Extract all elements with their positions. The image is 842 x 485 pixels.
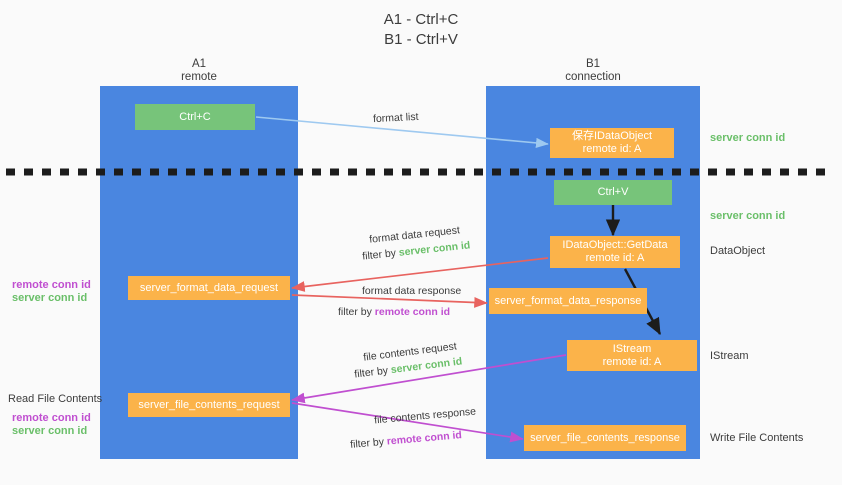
filter-prefix-4: filter by [349, 435, 388, 451]
box-server-format-data-request[interactable]: server_format_data_request [128, 276, 290, 300]
right-label-dataobject: DataObject [710, 245, 766, 257]
right-label-istream: IStream [710, 350, 749, 362]
right-label-server-conn-id-second: server conn id [710, 210, 786, 222]
box-server-file-contents-response[interactable]: server_file_contents_response [524, 425, 686, 451]
page-title: A1 - Ctrl+C B1 - Ctrl+V [383, 11, 459, 48]
left-label-remote-conn-id-top: remote conn id [12, 279, 91, 291]
left-label-read-file-contents: Read File Contents [8, 393, 103, 405]
left-label-server-conn-id-bottom: server conn id [12, 425, 88, 437]
arrow-label-file-contents-response: file contents response [373, 405, 477, 427]
arrow-label-format-data-response-filter: filter by remote conn id [338, 305, 450, 319]
arrow-label-file-contents-response-filter: filter by remote conn id [350, 428, 463, 452]
box-istream[interactable]: IStream remote id: A [567, 340, 697, 371]
left-label-remote-conn-id-bottom: remote conn id [12, 412, 91, 424]
box-server-file-contents-request[interactable]: server_file_contents_request [128, 393, 290, 417]
arrow-label-format-list: format list [372, 110, 419, 126]
left-label-server-conn-id-top: server conn id [12, 292, 88, 304]
filter-value-remote-conn-id-2: remote conn id [386, 429, 463, 448]
box-ctrl-v[interactable]: Ctrl+V [554, 180, 672, 205]
lane-header-b1: B1 connection [565, 58, 621, 83]
right-label-write-file-contents: Write File Contents [710, 432, 804, 444]
right-label-server-conn-id-top: server conn id [710, 132, 786, 144]
box-ctrl-c[interactable]: Ctrl+C [135, 104, 255, 130]
box-idataobject-getdata[interactable]: IDataObject::GetData remote id: A [550, 236, 680, 268]
box-save-idataobject[interactable]: 保存IDataObject remote id: A [550, 128, 674, 158]
box-server-format-data-response[interactable]: server_format_data_response [489, 288, 647, 314]
filter-value-remote-conn-id-1: remote conn id [374, 306, 451, 318]
filter-prefix-2: filter by [338, 306, 375, 318]
filter-prefix-3: filter by [353, 364, 392, 381]
lane-header-a1: A1 remote [181, 58, 217, 83]
arrow-label-format-data-response: format data response [362, 285, 462, 297]
filter-prefix-1: filter by [361, 246, 400, 263]
